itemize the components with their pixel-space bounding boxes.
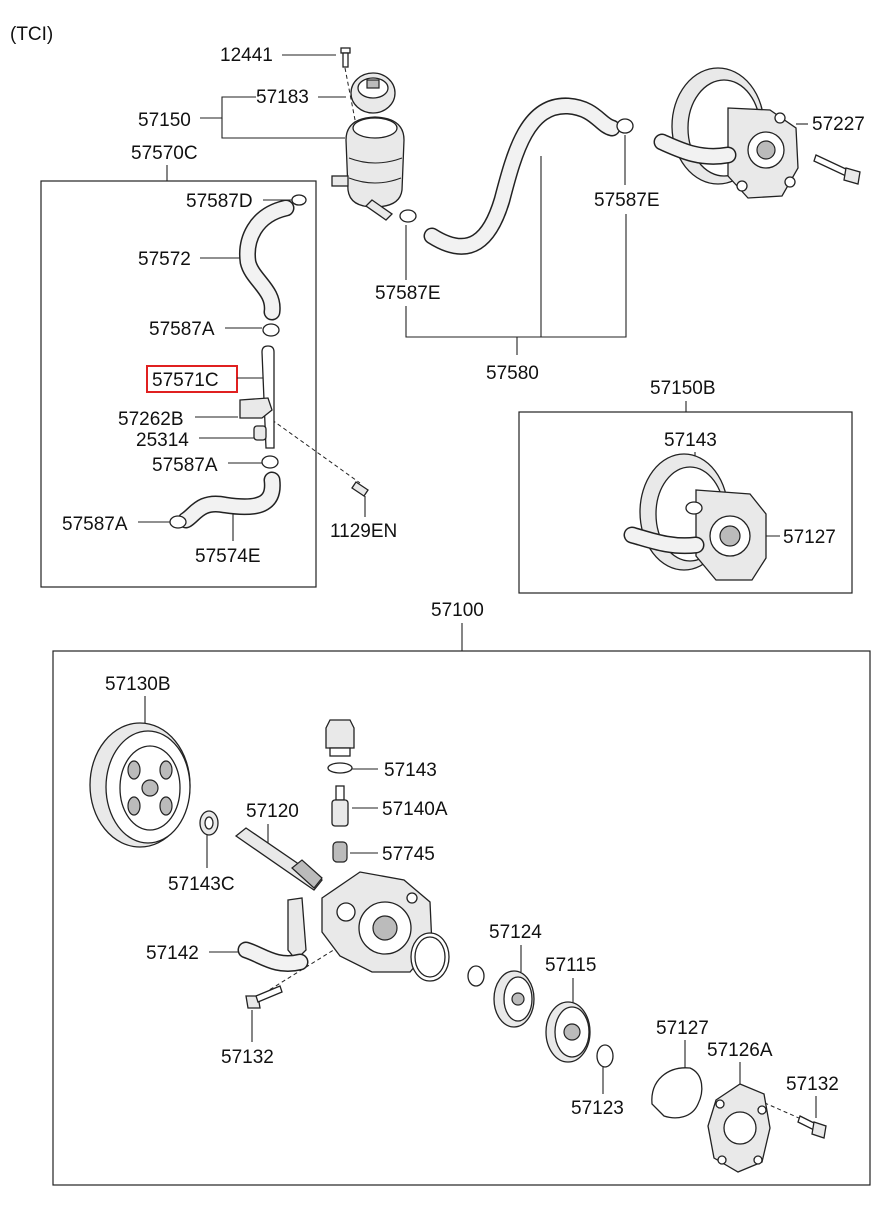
label-57142[interactable]: 57142 [146,943,199,964]
label-25314[interactable]: 25314 [136,430,189,451]
hose-57580[interactable] [423,97,621,255]
label-57132-left[interactable]: 57132 [221,1047,274,1068]
pump-assembly-57150b[interactable] [623,453,767,581]
valve-57140a[interactable] [331,785,349,827]
label-57587e-right[interactable]: 57587E [594,190,660,211]
label-57130b[interactable]: 57130B [105,674,171,695]
clamp-57587a-lower[interactable] [169,515,187,529]
label-57570c[interactable]: 57570C [131,143,198,164]
bracket-57262b[interactable] [239,397,273,419]
rotor-57115[interactable] [545,1001,591,1063]
snap-ring-57123[interactable] [596,1044,614,1068]
label-57580[interactable]: 57580 [486,363,539,384]
label-57127-assembly[interactable]: 57127 [783,527,836,548]
label-57227[interactable]: 57227 [812,114,865,135]
hose-57572[interactable] [239,199,295,321]
label-57262b[interactable]: 57262B [118,409,184,430]
clamp-57587e-right[interactable] [616,118,634,134]
bolt-57132-left[interactable] [245,985,283,1009]
label-57587a-middle[interactable]: 57587A [152,455,218,476]
label-57572[interactable]: 57572 [138,249,191,270]
hose-assembly-frame [40,180,317,588]
label-57587a-upper[interactable]: 57587A [149,319,215,340]
highlight-box [146,365,238,393]
label-57115[interactable]: 57115 [545,955,596,976]
reservoir-cap-57183[interactable] [350,72,396,114]
grommet-25314[interactable] [253,425,267,441]
label-57120[interactable]: 57120 [246,801,299,822]
fitting-valve-cap[interactable] [325,719,355,757]
label-57587a-lower[interactable]: 57587A [62,514,128,535]
label-57574e[interactable]: 57574E [195,546,261,567]
seal-57143c[interactable] [199,810,219,836]
gasket-57127[interactable] [651,1067,703,1119]
bolt-57227[interactable] [813,154,861,185]
label-57587e-left[interactable]: 57587E [375,283,441,304]
oring-57143[interactable] [327,762,353,774]
label-57140a[interactable]: 57140A [382,799,448,820]
label-57143-component[interactable]: 57143 [384,760,437,781]
label-57127-component[interactable]: 57127 [656,1018,709,1039]
label-57587d[interactable]: 57587D [186,191,253,212]
tube-57571c[interactable] [261,345,275,449]
shaft-57120[interactable] [234,827,323,891]
hose-57574e[interactable] [177,471,281,529]
label-57150[interactable]: 57150 [138,110,191,131]
pulley-57130b[interactable] [89,722,191,848]
label-57745[interactable]: 57745 [382,844,435,865]
variant-label: (TCI) [10,24,53,45]
label-57143-assembly[interactable]: 57143 [664,430,717,451]
clamp-57587a-upper[interactable] [262,323,280,337]
label-57571c[interactable]: 57571C [152,370,219,391]
pump-top-right[interactable] [653,67,799,199]
clamp-57587a-middle[interactable] [261,455,279,469]
hose-57142[interactable] [237,941,309,972]
label-57100[interactable]: 57100 [431,600,484,621]
clamp-57587d[interactable] [291,194,307,206]
label-12441[interactable]: 12441 [220,45,273,66]
label-57126a[interactable]: 57126A [707,1040,773,1061]
label-57132-right[interactable]: 57132 [786,1074,839,1095]
label-57183[interactable]: 57183 [256,87,309,108]
clamp-57587e-left[interactable] [399,209,417,223]
oring-small[interactable] [467,965,485,987]
label-57123[interactable]: 57123 [571,1098,624,1119]
reservoir-57150[interactable] [331,116,405,221]
cover-57126a[interactable] [707,1083,771,1173]
label-57143c[interactable]: 57143C [168,874,235,895]
label-57150b[interactable]: 57150B [650,378,716,399]
assembly-lines [257,67,809,1123]
plate-57124[interactable] [493,970,535,1028]
bolt-1129en[interactable] [351,481,369,497]
bolt-12441[interactable] [340,47,351,68]
label-57124[interactable]: 57124 [489,922,542,943]
spring-57745[interactable] [332,841,348,863]
oring-large[interactable] [410,932,450,982]
bolt-57132-right[interactable] [797,1115,827,1139]
label-1129en[interactable]: 1129EN [330,521,397,542]
